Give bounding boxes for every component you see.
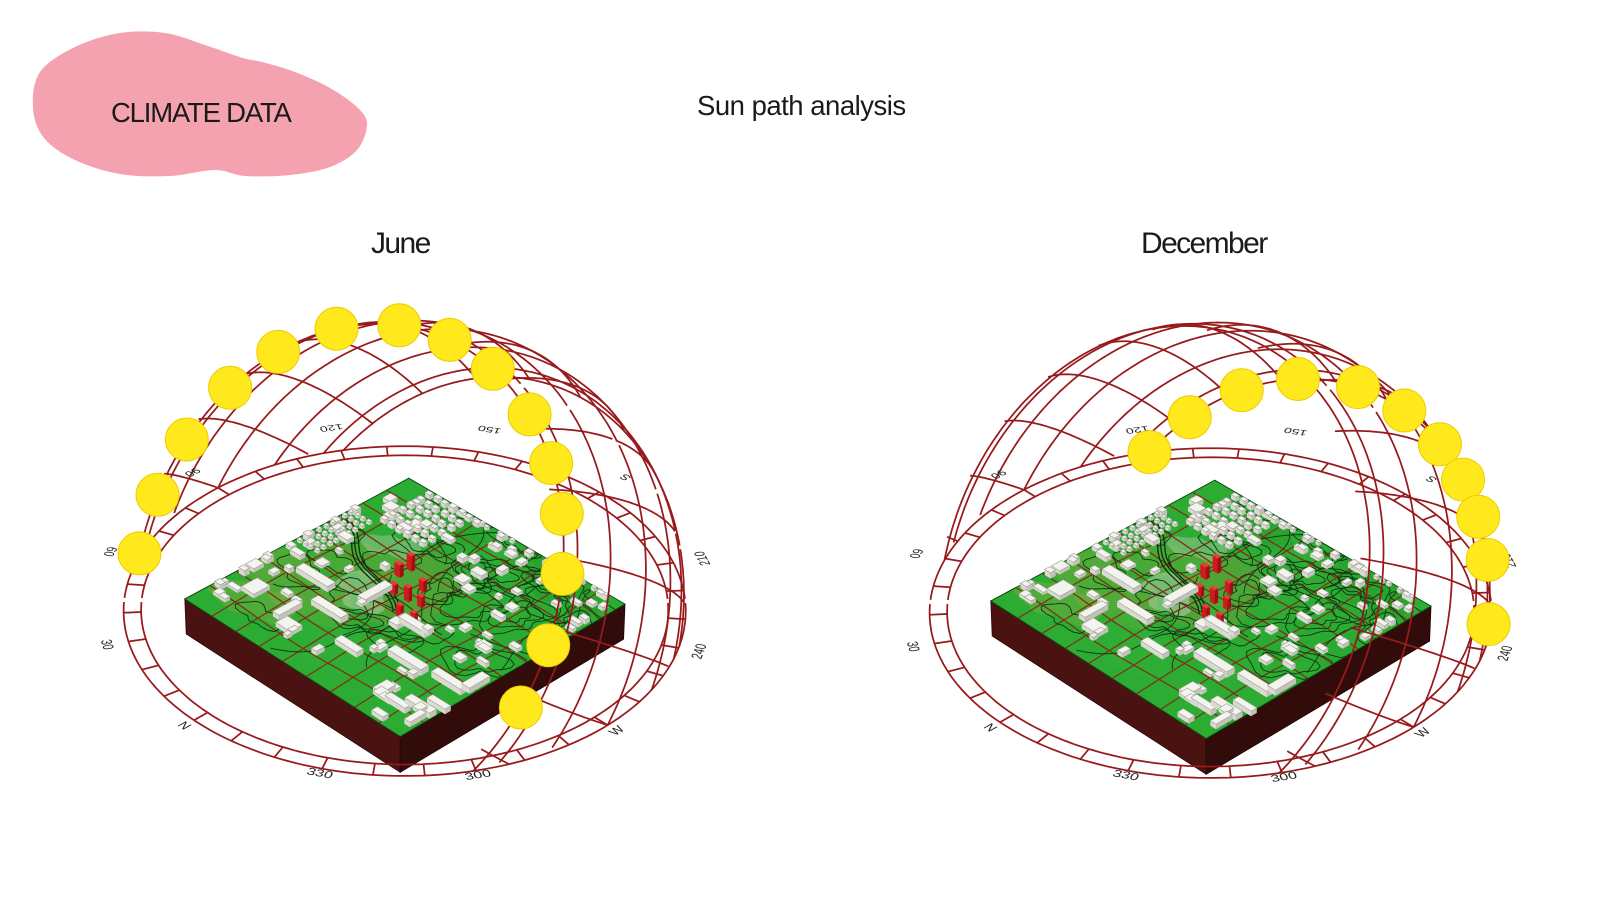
svg-text:60: 60 [99, 546, 121, 558]
svg-text:N: N [174, 719, 195, 732]
svg-text:120: 120 [318, 422, 344, 433]
svg-text:30: 30 [97, 639, 117, 651]
svg-text:240: 240 [688, 643, 710, 660]
svg-text:210: 210 [690, 550, 714, 566]
svg-text:90: 90 [181, 466, 203, 478]
svg-text:S: S [616, 472, 634, 482]
svg-text:150: 150 [477, 423, 504, 434]
